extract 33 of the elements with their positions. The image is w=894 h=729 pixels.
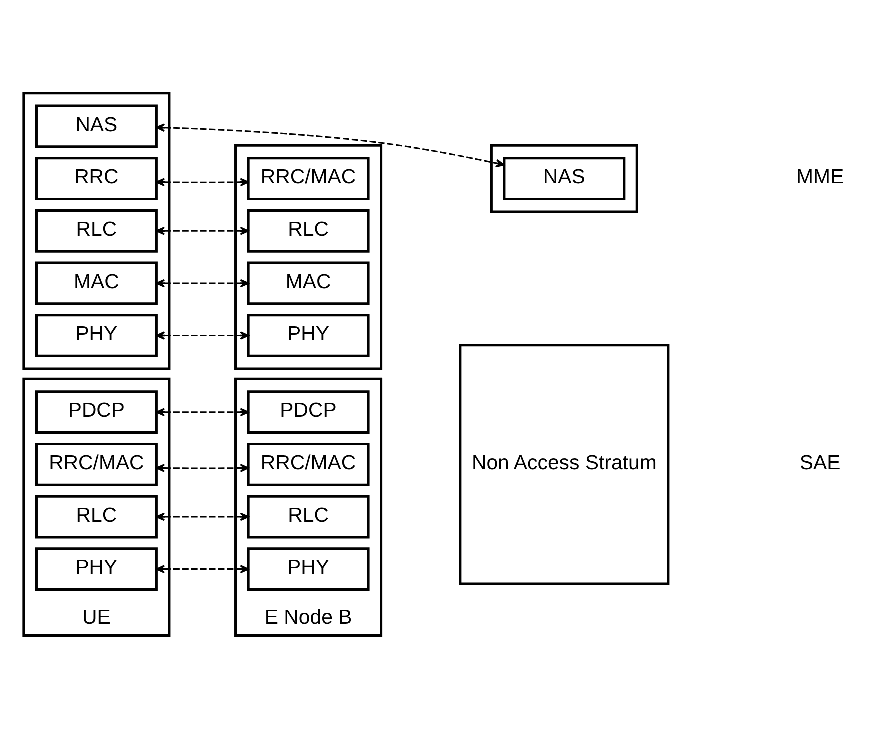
arrow — [156, 512, 250, 522]
cluster — [22, 92, 171, 370]
arrow — [156, 332, 250, 340]
arrow — [156, 226, 250, 236]
label: SAE — [800, 452, 841, 475]
node-box: MAC — [247, 262, 370, 306]
arrow — [156, 464, 250, 472]
arrow — [156, 279, 250, 288]
arrow — [156, 124, 505, 168]
node-box: RLC — [247, 495, 370, 539]
arrow — [156, 408, 250, 417]
node-box: RRC — [35, 157, 158, 201]
node-box: PHY — [247, 548, 370, 592]
node-box: NAS — [503, 157, 626, 201]
node-box: Non Access Stratum — [459, 344, 670, 586]
node-box: PDCP — [35, 390, 158, 434]
node-box: RLC — [247, 209, 370, 253]
node-box: PDCP — [247, 390, 370, 434]
node-box: PHY — [247, 314, 370, 358]
node-box: RLC — [35, 495, 158, 539]
cluster — [234, 144, 383, 370]
node-box: PHY — [35, 314, 158, 358]
node-box: RRC/MAC — [35, 442, 158, 486]
arrow — [156, 178, 250, 187]
node-box: RRC/MAC — [247, 442, 370, 486]
node-box: RLC — [35, 209, 158, 253]
node-box: RRC/MAC — [247, 157, 370, 201]
arrow — [156, 565, 250, 574]
node-box: PHY — [35, 548, 158, 592]
label: MME — [796, 166, 844, 189]
node-box: NAS — [35, 104, 158, 148]
cluster — [490, 144, 638, 214]
node-box: MAC — [35, 262, 158, 306]
